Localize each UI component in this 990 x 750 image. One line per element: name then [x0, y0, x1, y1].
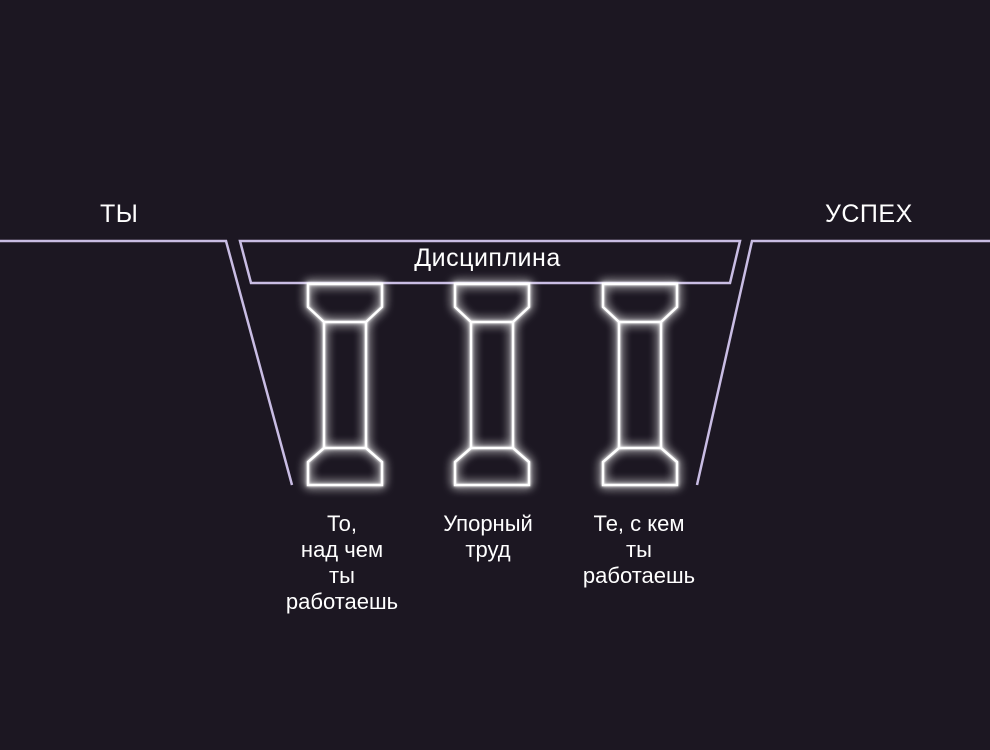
pillar-label-people: Те, с кем ты работаешь — [554, 511, 724, 589]
left-cliff-line — [0, 239, 294, 486]
pillar-label-line: Те, с кем — [593, 511, 685, 536]
pillar-2 — [601, 282, 679, 487]
pillar-label-line: работаешь — [285, 589, 399, 614]
discipline-beam — [238, 239, 742, 285]
pillar-0 — [306, 282, 384, 487]
pillar-label-line: труд — [465, 537, 511, 562]
discipline-label: Дисциплина — [414, 244, 561, 272]
pillar-label-line: работаешь — [582, 563, 696, 588]
pillar-label-line: над чем — [300, 537, 384, 562]
pillar-label-line: ты — [329, 563, 355, 588]
pillar-label-hard-work: Упорный труд — [403, 511, 573, 563]
pillar-label-line: Упорный — [443, 511, 533, 536]
right-cliff-line — [695, 239, 990, 486]
pillar-1 — [453, 282, 531, 487]
pillar-label-work: То, над чем ты работаешь — [257, 511, 427, 615]
pillar-label-line: ты — [626, 537, 652, 562]
you-label: ТЫ — [100, 200, 139, 228]
pillar-label-line: То, — [326, 511, 358, 536]
success-label: УСПЕХ — [825, 200, 913, 228]
